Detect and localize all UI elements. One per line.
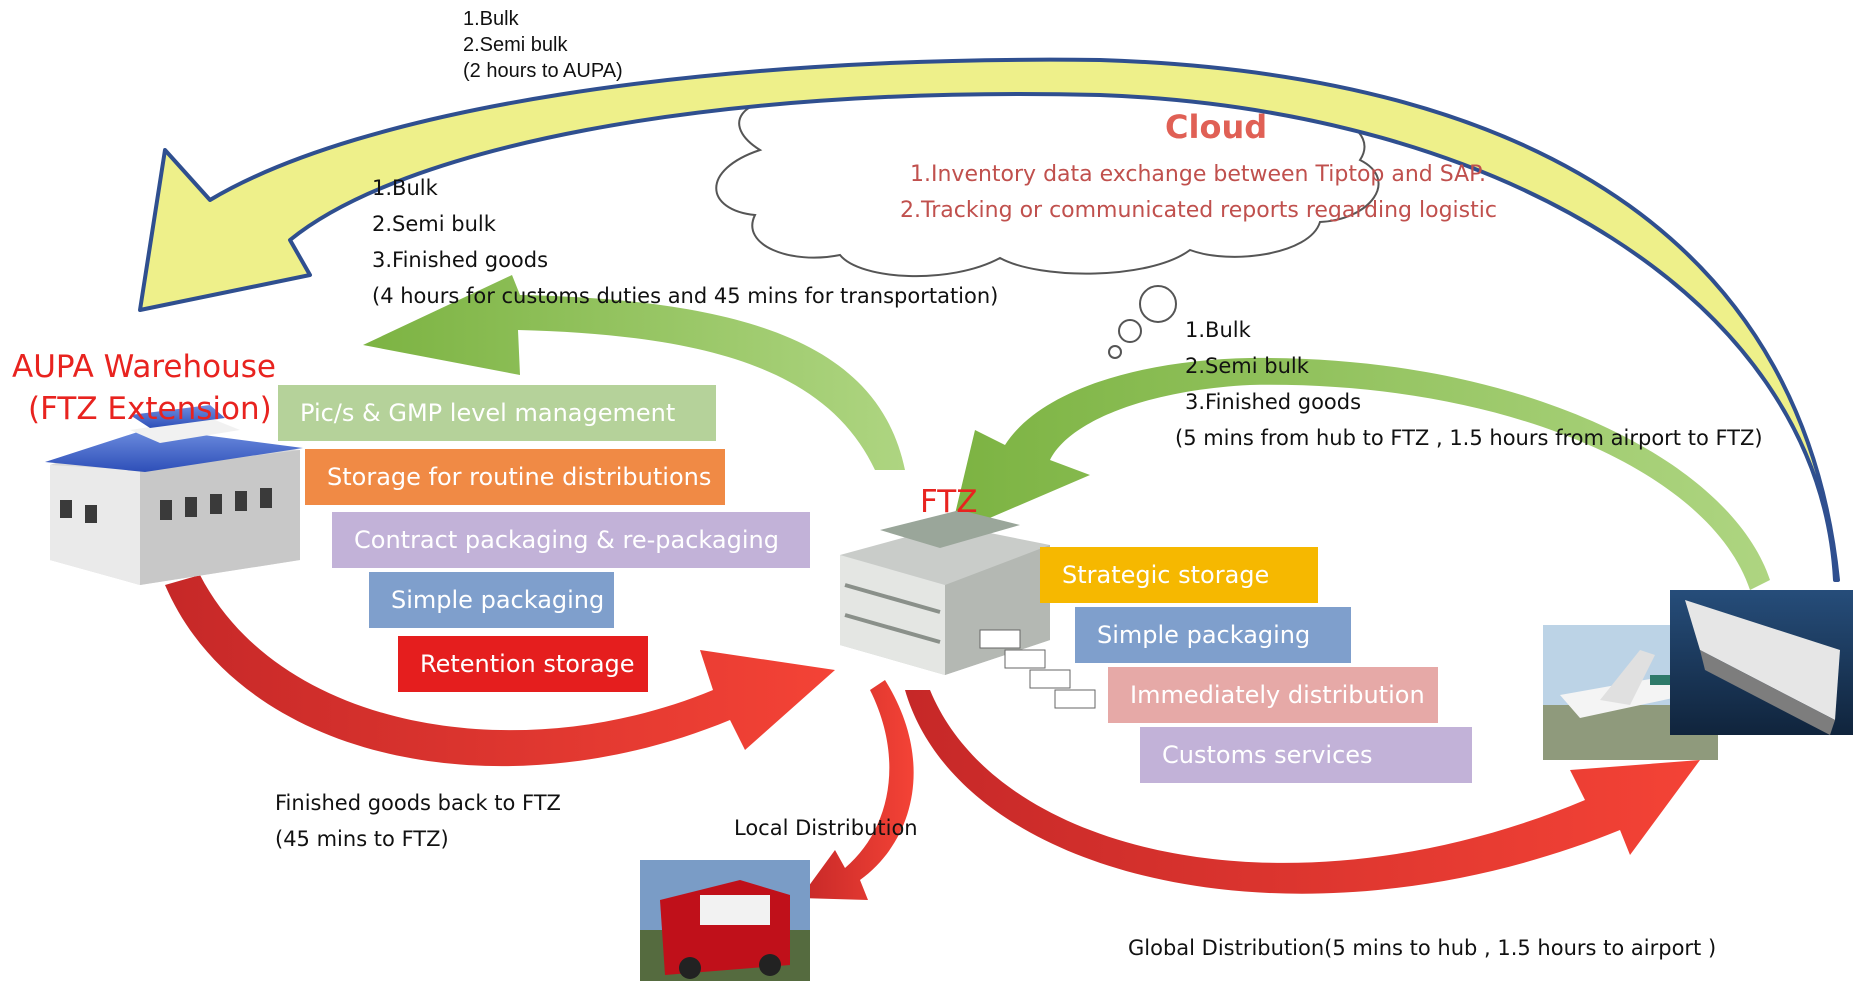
to-ftz-note-line-4: (5 mins from hub to FTZ , 1.5 hours from… bbox=[1175, 426, 1763, 450]
red-arrow-aupa-to-ftz bbox=[165, 575, 835, 767]
back-to-ftz-line-2: (45 mins to FTZ) bbox=[275, 827, 449, 851]
aupa-service-storage: Storage for routine distributions bbox=[305, 449, 725, 505]
cloud-title: Cloud bbox=[1165, 108, 1268, 146]
top-note-line-2: 2.Semi bulk bbox=[463, 34, 568, 56]
ftz-service-customs: Customs services bbox=[1140, 727, 1472, 783]
aupa-service-gmp: Pic/s & GMP level management bbox=[278, 385, 716, 441]
ftz-title: FTZ bbox=[920, 484, 978, 520]
ftz-service-strategic-storage: Strategic storage bbox=[1040, 547, 1318, 603]
top-note: 1.Bulk 2.Semi bulk (2 hours to AUPA) bbox=[463, 6, 623, 84]
ship-image bbox=[1670, 590, 1853, 735]
back-to-ftz-note: Finished goods back to FTZ (45 mins to F… bbox=[275, 785, 561, 857]
top-note-line-1: 1.Bulk bbox=[463, 8, 519, 30]
to-aupa-note-line-3: 3.Finished goods bbox=[372, 248, 549, 272]
thought-bubbles bbox=[1108, 285, 1177, 359]
to-ftz-note-line-3: 3.Finished goods bbox=[1185, 390, 1362, 414]
yellow-arrow bbox=[138, 57, 1840, 582]
local-distribution-label: Local Distribution bbox=[734, 816, 918, 840]
to-ftz-note-line-1: 1.Bulk bbox=[1185, 318, 1251, 342]
global-distribution-label: Global Distribution(5 mins to hub , 1.5 … bbox=[1128, 936, 1717, 960]
back-to-ftz-line-1: Finished goods back to FTZ bbox=[275, 791, 561, 815]
aupa-service-simple-packaging: Simple packaging bbox=[369, 572, 614, 628]
airport-image bbox=[1543, 625, 1718, 760]
red-arrow-global bbox=[905, 690, 1700, 894]
green-arrow-ftz-to-aupa bbox=[363, 275, 905, 470]
cloud-line-2: 2.Tracking or communicated reports regar… bbox=[900, 198, 1497, 223]
aupa-service-retention: Retention storage bbox=[398, 636, 648, 692]
ftz-building-image bbox=[840, 510, 1096, 709]
to-aupa-note-line-4: (4 hours for customs duties and 45 mins … bbox=[372, 284, 999, 308]
top-note-line-3: (2 hours to AUPA) bbox=[463, 60, 623, 82]
ftz-service-immediate-distribution: Immediately distribution bbox=[1108, 667, 1438, 723]
to-aupa-note-line-1: 1.Bulk bbox=[372, 176, 438, 200]
to-aupa-note-line-2: 2.Semi bulk bbox=[372, 212, 496, 236]
to-ftz-note-line-2: 2.Semi bulk bbox=[1185, 354, 1309, 378]
cloud-line-1: 1.Inventory data exchange between Tiptop… bbox=[910, 162, 1486, 187]
to-aupa-note: 1.Bulk 2.Semi bulk 3.Finished goods (4 h… bbox=[372, 170, 998, 314]
red-arrow-local bbox=[800, 680, 914, 900]
ftz-service-simple-packaging: Simple packaging bbox=[1075, 607, 1351, 663]
aupa-title: AUPA Warehouse (FTZ Extension) bbox=[12, 346, 276, 430]
aupa-title-line-1: AUPA Warehouse bbox=[12, 349, 276, 385]
aupa-title-line-2: (FTZ Extension) bbox=[28, 391, 272, 427]
aupa-service-contract-packaging: Contract packaging & re-packaging bbox=[332, 512, 810, 568]
aupa-warehouse-image bbox=[45, 405, 303, 585]
truck-image bbox=[640, 860, 810, 981]
to-ftz-note: 1.Bulk 2.Semi bulk 3.Finished goods (5 m… bbox=[1175, 312, 1763, 456]
green-arrow-hub-to-ftz bbox=[950, 357, 1770, 590]
